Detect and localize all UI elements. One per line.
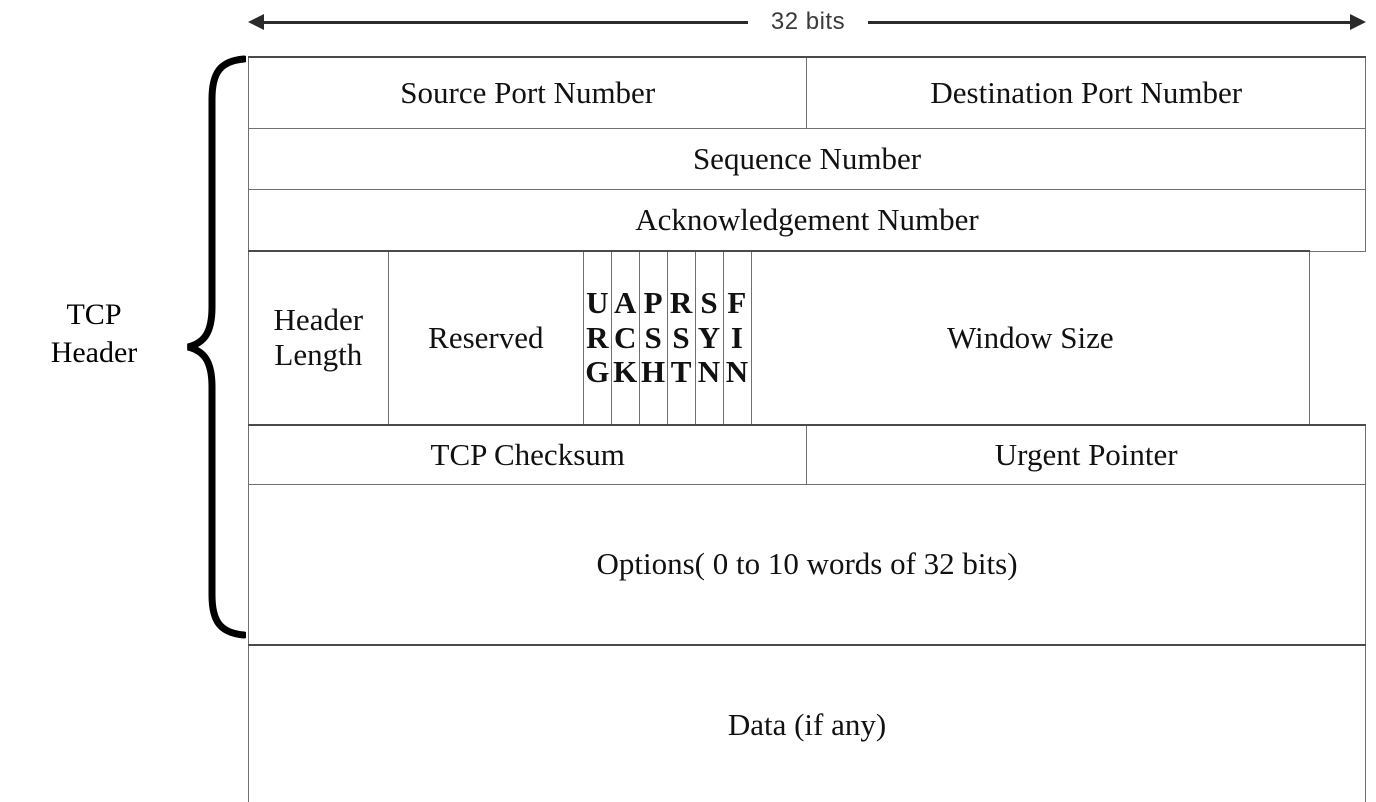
- cell-flag-syn: S Y N: [694, 250, 724, 426]
- table-row-checksum: TCP Checksum Urgent Pointer: [247, 424, 1366, 485]
- cell-destination-port: Destination Port Number: [806, 56, 1366, 129]
- flag-urg-letter-1: R: [586, 319, 609, 355]
- flag-fin-letter-0: F: [727, 284, 747, 320]
- cell-acknowledgement-number: Acknowledgement Number: [248, 189, 1366, 252]
- flag-urg-letter-0: U: [586, 284, 609, 320]
- cell-source-port: Source Port Number: [247, 56, 808, 129]
- table-row-options: Options( 0 to 10 words of 32 bits): [248, 484, 1366, 646]
- flag-urg-letter-2: G: [585, 354, 610, 390]
- header-length-line1: Header: [273, 302, 364, 338]
- cell-data: Data (if any): [248, 644, 1366, 802]
- flag-syn-letter-0: S: [700, 284, 719, 320]
- right-arrow-icon: [1350, 14, 1366, 30]
- cell-flag-psh: P S H: [638, 250, 668, 426]
- header-length-line2: Length: [274, 337, 363, 372]
- flag-rst-letter-1: S: [672, 319, 691, 355]
- width-label: 32 bits: [770, 8, 846, 35]
- flag-fin-letter-1: I: [730, 319, 744, 355]
- tcp-header-label-line1: TCP: [66, 298, 122, 331]
- cell-window-size: Window Size: [750, 250, 1311, 426]
- cell-tcp-checksum: TCP Checksum: [247, 424, 808, 485]
- table-row-ports: Source Port Number Destination Port Numb…: [247, 56, 1366, 129]
- flag-rst-letter-2: T: [670, 354, 692, 390]
- table-row-acknowledgement: Acknowledgement Number: [248, 189, 1366, 252]
- flag-ack-letter-0: A: [614, 284, 637, 320]
- cell-flag-fin: F I N: [722, 250, 752, 426]
- flag-psh-letter-2: H: [641, 354, 666, 390]
- cell-header-length: Header Length: [248, 250, 389, 426]
- tcp-header-label: TCP Header: [8, 296, 180, 372]
- width-annotation: 32 bits: [248, 6, 1366, 40]
- flag-ack-letter-2: K: [613, 354, 638, 390]
- flag-rst-letter-0: R: [669, 284, 693, 320]
- table-row-flags: Header Length Reserved U R G A C K P S: [248, 250, 1366, 426]
- flag-psh-letter-1: S: [644, 319, 663, 355]
- cell-urgent-pointer: Urgent Pointer: [806, 424, 1366, 485]
- table-row-data: Data (if any): [248, 644, 1366, 802]
- cell-flag-rst: R S T: [666, 250, 696, 426]
- flag-syn-letter-1: Y: [697, 319, 721, 355]
- left-arrow-icon: [248, 14, 264, 30]
- cell-flag-ack: A C K: [610, 250, 640, 426]
- curly-brace-icon: [186, 55, 246, 639]
- right-arrow-line: [868, 21, 1352, 24]
- cell-options: Options( 0 to 10 words of 32 bits): [248, 484, 1366, 646]
- flag-psh-letter-0: P: [643, 284, 664, 320]
- tcp-header-table: Source Port Number Destination Port Numb…: [247, 56, 1366, 802]
- flag-fin-letter-2: N: [725, 354, 749, 390]
- flag-ack-letter-1: C: [614, 319, 637, 355]
- cell-flag-urg: U R G: [583, 250, 612, 426]
- left-arrow-line: [262, 21, 748, 24]
- flag-syn-letter-2: N: [697, 354, 721, 390]
- table-row-sequence: Sequence Number: [248, 128, 1366, 190]
- cell-sequence-number: Sequence Number: [248, 128, 1366, 190]
- cell-reserved: Reserved: [387, 250, 585, 426]
- tcp-header-label-line2: Header: [50, 336, 138, 369]
